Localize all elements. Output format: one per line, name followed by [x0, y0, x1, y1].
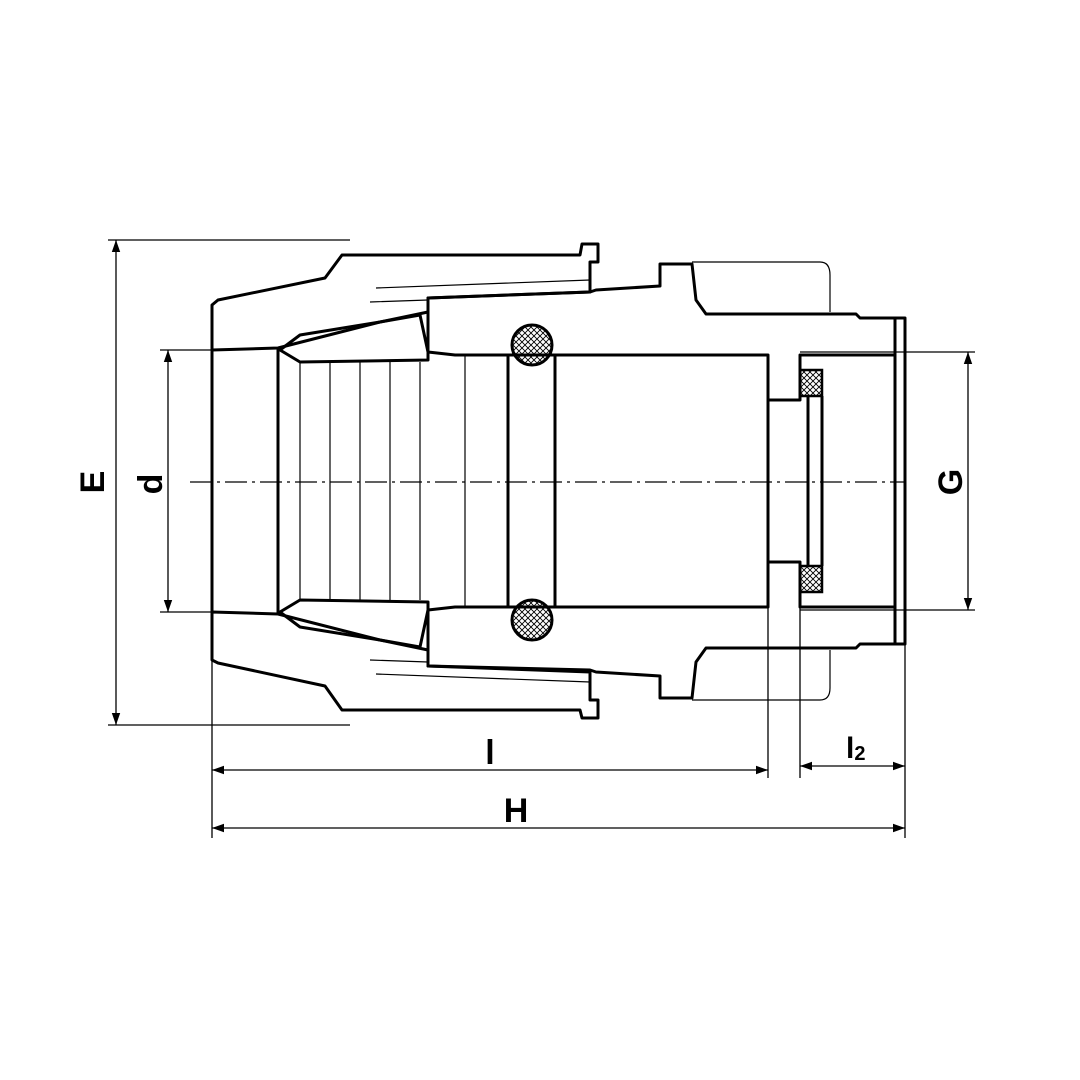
flat-seal-bottom — [798, 564, 824, 594]
dimension-lines — [108, 239, 975, 838]
nut-top-section — [210, 242, 600, 352]
oring-groove-lines — [506, 355, 557, 607]
dim-label-d: d — [132, 474, 170, 495]
oring-top — [510, 323, 554, 367]
right-end-face — [895, 316, 907, 646]
dim-label-l2-base: l — [846, 732, 854, 765]
body-bottom-section — [426, 560, 897, 700]
dim-label-l: l — [485, 734, 494, 772]
seal-ring-lines — [806, 396, 824, 566]
dim-label-l2-subscript: 2 — [854, 743, 865, 765]
dim-label-g: G — [932, 469, 970, 495]
dim-label-h: H — [504, 792, 529, 830]
nut-inner-top — [369, 279, 591, 303]
oring-bottom — [510, 598, 554, 642]
body-outline-thin-top — [692, 261, 831, 312]
dim-label-l2: l2 — [846, 732, 865, 765]
fitting-body — [210, 242, 907, 720]
flat-seal-top — [798, 368, 824, 398]
nut-inner-bottom — [369, 659, 591, 683]
dim-label-e: E — [74, 471, 112, 494]
body-outline-thin-bottom — [692, 650, 831, 701]
body-top-section — [426, 262, 897, 402]
grip-ring-bottom — [278, 598, 430, 649]
nut-bottom-section — [210, 610, 600, 720]
grip-ring-top — [278, 313, 430, 364]
